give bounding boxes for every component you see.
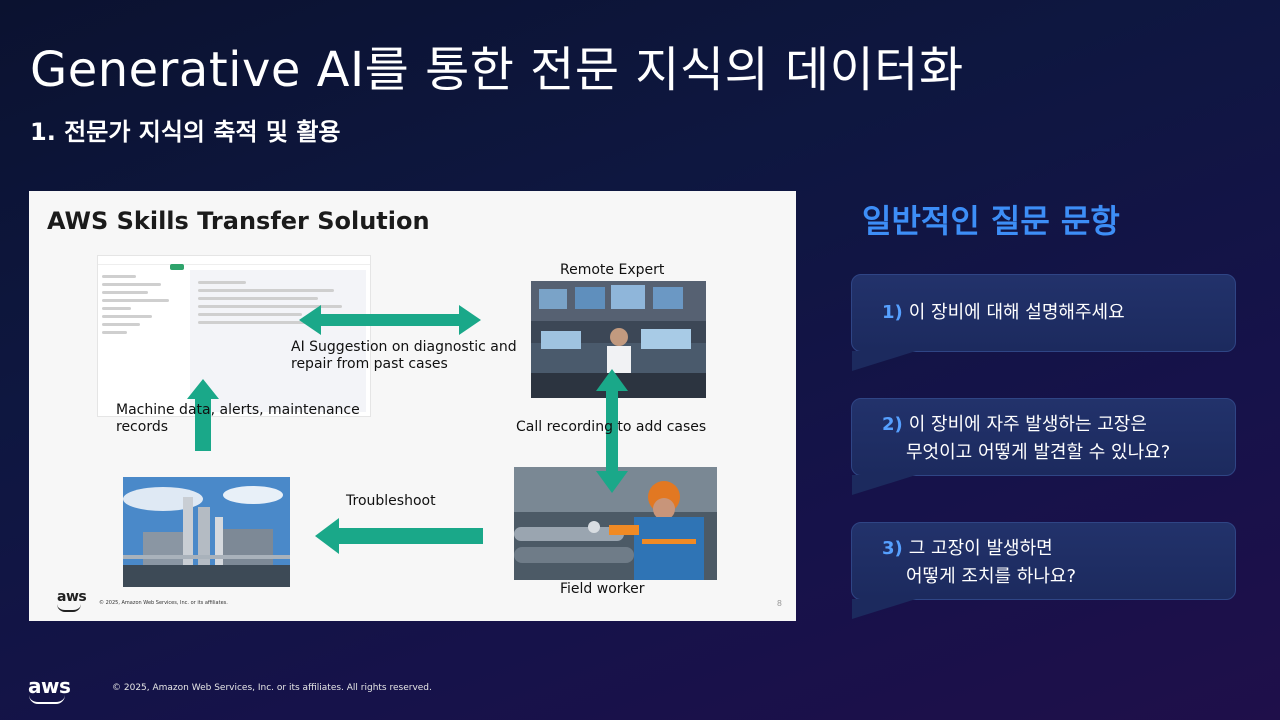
double-arrow-horizontal-icon	[299, 305, 481, 335]
app-left-panel	[102, 270, 186, 412]
question-text: 1)이 장비에 대해 설명해주세요	[882, 299, 1125, 327]
footer-aws-logo: aws	[28, 674, 71, 704]
question-number: 1)	[882, 302, 903, 323]
question-bubble-1: 1)이 장비에 대해 설명해주세요	[851, 274, 1236, 371]
industrial-plant-photo	[123, 477, 290, 587]
question-line1: 이 장비에 대해 설명해주세요	[908, 302, 1125, 323]
arrow-left-icon	[315, 518, 483, 554]
slide-copyright: © 2025, Amazon Web Services, Inc. or its…	[99, 600, 228, 606]
app-topbar	[98, 256, 370, 265]
slide-page-number: 8	[776, 599, 782, 608]
page-title: Generative AI를 통한 전문 지식의 데이터화	[30, 42, 964, 98]
app-chat-panel	[190, 270, 366, 412]
page-subtitle: 1. 전문가 지식의 축적 및 활용	[30, 118, 341, 146]
double-arrow-vertical-icon	[596, 369, 628, 493]
question-line2: 무엇이고 어떻게 발견할 수 있나요?	[906, 442, 1171, 463]
question-number: 3)	[882, 538, 903, 559]
embedded-slide: AWS Skills Transfer Solution	[29, 191, 796, 621]
label-ai-suggestion-line2: repair from past cases	[291, 356, 448, 372]
slide-aws-logo: aws	[57, 589, 87, 612]
label-call-recording: Call recording to add cases	[516, 419, 707, 435]
label-machine-data: Machine data, alerts, maintenance record…	[116, 402, 360, 436]
arrow-up-icon	[187, 379, 219, 451]
footer-copyright: © 2025, Amazon Web Services, Inc. or its…	[112, 683, 432, 693]
label-troubleshoot: Troubleshoot	[346, 493, 436, 509]
remote-expert-photo	[531, 281, 706, 398]
question-text: 2)이 장비에 자주 발생하는 고장은 무엇이고 어떻게 발견할 수 있나요?	[882, 411, 1170, 467]
question-text: 3)그 고장이 발생하면 어떻게 조치를 하나요?	[882, 535, 1076, 591]
label-machine-data-line1: Machine data, alerts, maintenance	[116, 402, 360, 418]
question-bubble-2: 2)이 장비에 자주 발생하는 고장은 무엇이고 어떻게 발견할 수 있나요?	[851, 398, 1236, 495]
slide-title: AWS Skills Transfer Solution	[47, 207, 430, 235]
label-field-worker: Field worker	[560, 581, 645, 597]
label-ai-suggestion-line1: AI Suggestion on diagnostic and	[291, 339, 517, 355]
label-remote-expert: Remote Expert	[560, 262, 665, 278]
field-worker-photo	[514, 467, 717, 580]
label-ai-suggestion: AI Suggestion on diagnostic and repair f…	[291, 339, 517, 373]
faq-heading: 일반적인 질문 문항	[862, 202, 1120, 240]
app-screenshot	[97, 255, 371, 417]
question-line1: 그 고장이 발생하면	[908, 538, 1053, 559]
label-machine-data-line2: records	[116, 419, 169, 435]
question-number: 2)	[882, 414, 903, 435]
app-status-pill	[170, 264, 184, 270]
question-line2: 어떻게 조치를 하나요?	[906, 566, 1077, 587]
question-bubble-3: 3)그 고장이 발생하면 어떻게 조치를 하나요?	[851, 522, 1236, 619]
question-line1: 이 장비에 자주 발생하는 고장은	[908, 414, 1147, 435]
